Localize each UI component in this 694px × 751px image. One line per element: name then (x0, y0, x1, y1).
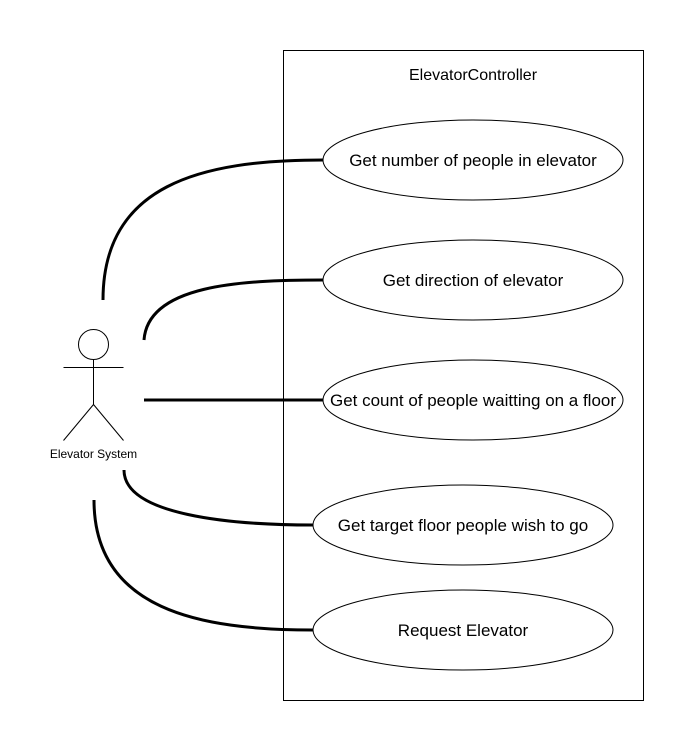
use-case-ellipse (322, 119, 624, 201)
use-case-get-count-waiting[interactable]: Get count of people waitting on a floor (322, 359, 624, 441)
system-boundary-title: ElevatorController (409, 67, 538, 84)
association-line-5 (92, 499, 314, 632)
actor-elevator-system[interactable] (63, 329, 124, 441)
use-case-label: Request Elevator (398, 621, 529, 640)
use-case-label: Get number of people in elevator (349, 151, 597, 170)
association-line-2 (142, 278, 324, 341)
use-case-get-number-of-people[interactable]: Get number of people in elevator (322, 119, 624, 201)
use-case-ellipse (312, 589, 614, 671)
actor-head (78, 329, 109, 360)
use-case-label: Get target floor people wish to go (338, 516, 588, 535)
actor-left-leg (63, 404, 94, 441)
use-case-get-target-floor[interactable]: Get target floor people wish to go (312, 484, 614, 566)
association-line-4 (122, 469, 314, 527)
use-case-label: Get direction of elevator (383, 271, 564, 290)
use-case-request-elevator[interactable]: Request Elevator (312, 589, 614, 671)
use-case-get-direction[interactable]: Get direction of elevator (322, 239, 624, 321)
actor-label: Elevator System (50, 447, 137, 461)
use-case-ellipse (312, 484, 614, 566)
association-line-1 (101, 158, 324, 301)
use-case-label: Get count of people waitting on a floor (330, 391, 616, 410)
use-case-ellipse (322, 239, 624, 321)
use-case-ellipse (322, 359, 624, 441)
associations (92, 158, 324, 632)
actor-right-leg (93, 404, 124, 441)
